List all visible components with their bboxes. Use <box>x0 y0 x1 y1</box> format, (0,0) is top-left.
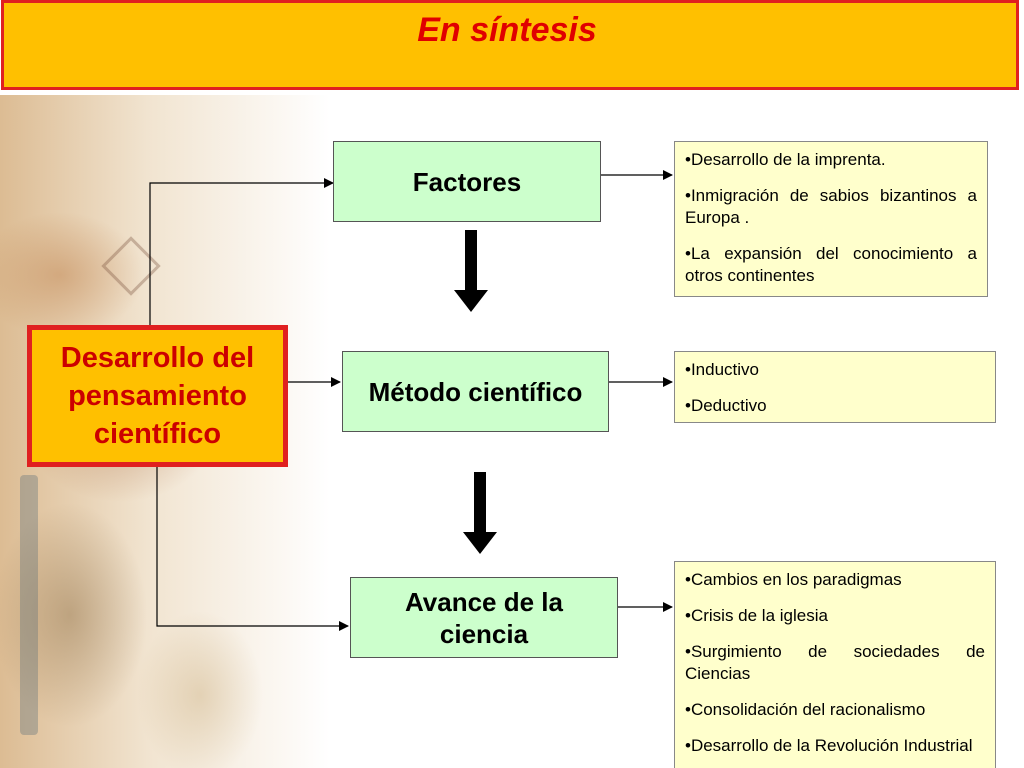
node-avance: Avance de la ciencia <box>350 577 618 658</box>
detail-item: Desarrollo de la imprenta. <box>685 149 977 171</box>
detail-item: Surgimiento de sociedades de Ciencias <box>685 641 985 685</box>
details-avance: Cambios en los paradigmas Crisis de la i… <box>674 561 996 768</box>
down-arrow-icon <box>463 472 497 554</box>
down-arrow-icon <box>454 230 488 312</box>
node-label: Método científico <box>368 376 583 407</box>
node-label: Avance de la ciencia <box>404 586 563 649</box>
detail-item: Inductivo <box>685 359 985 381</box>
connector-to-avance <box>156 467 349 631</box>
title-bar: En síntesis <box>1 0 1019 90</box>
detail-item: Inmigración de sabios bizantinos a Europ… <box>685 185 977 229</box>
detail-item: Crisis de la iglesia <box>685 605 985 627</box>
detail-item: La expansión del conocimiento a otros co… <box>685 243 977 287</box>
central-node-label: Desarrollo del pensamiento científico <box>60 342 255 450</box>
slide-title: En síntesis <box>417 11 597 49</box>
detail-item: Cambios en los paradigmas <box>685 569 985 591</box>
detail-item: Consolidación del racionalismo <box>685 699 985 721</box>
node-metodo: Método científico <box>342 351 609 432</box>
central-node: Desarrollo del pensamiento científico <box>27 325 288 467</box>
node-label: Factores <box>412 166 522 197</box>
details-metodo: Inductivo Deductivo <box>674 351 996 423</box>
detail-item: Desarrollo de la Revolución Industrial <box>685 735 985 757</box>
detail-item: Deductivo <box>685 395 985 417</box>
details-factores: Desarrollo de la imprenta. Inmigración d… <box>674 141 988 297</box>
connector-to-factores <box>149 178 334 330</box>
node-factores: Factores <box>333 141 601 222</box>
